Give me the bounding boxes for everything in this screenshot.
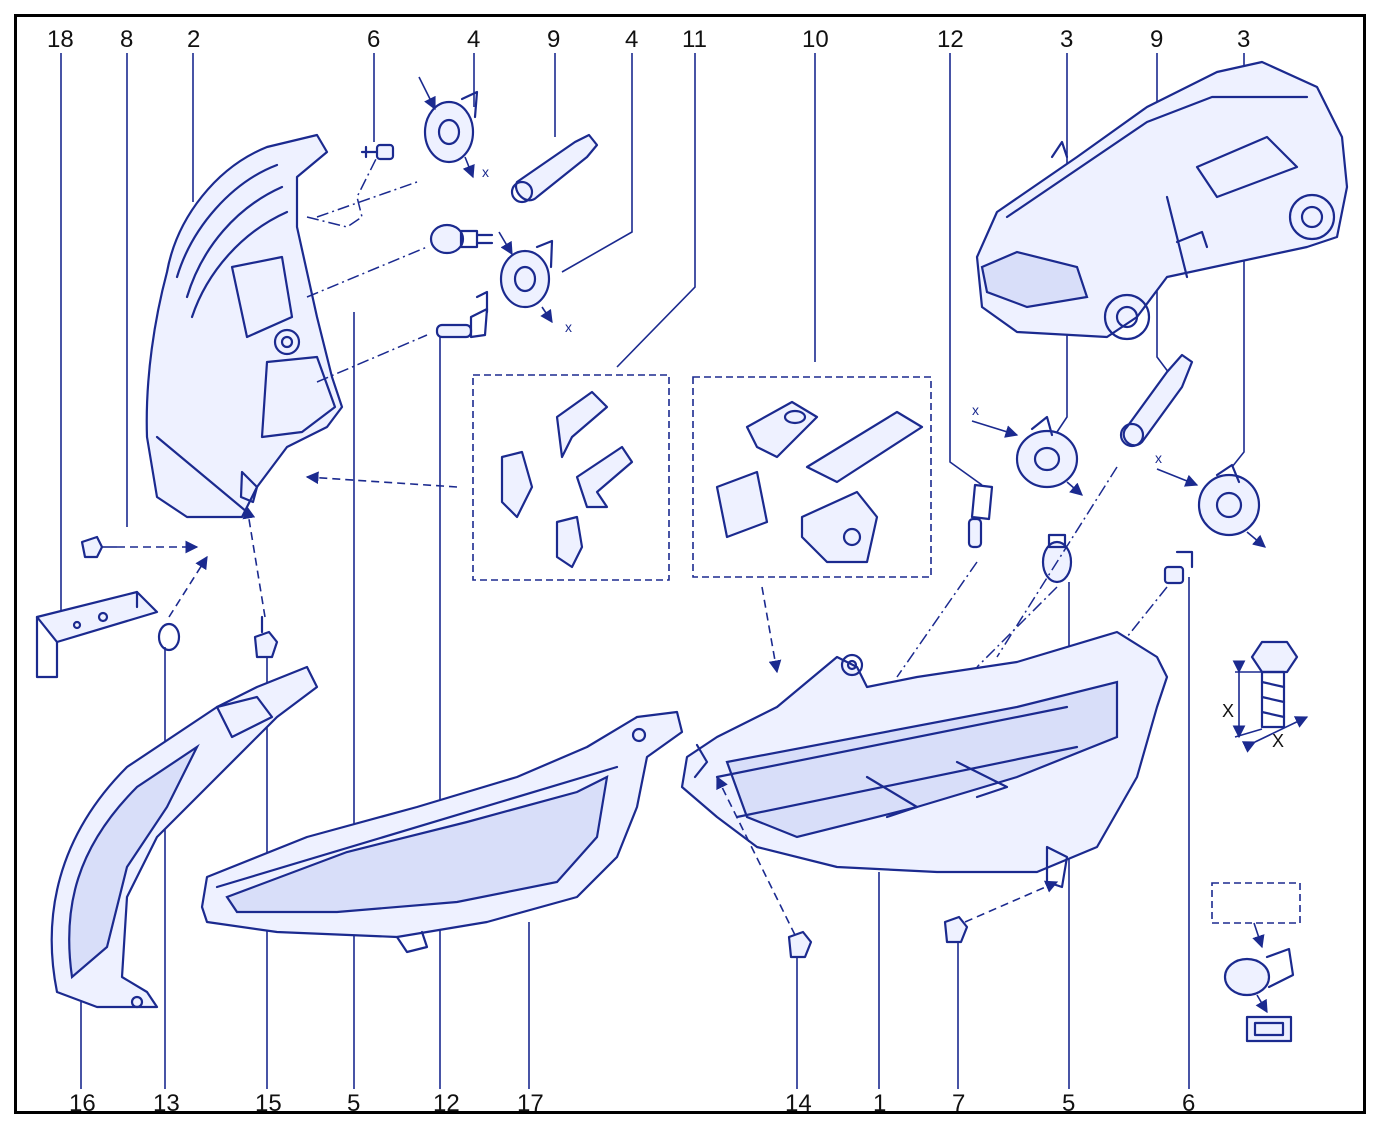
holder-9-right-icon bbox=[1119, 353, 1194, 448]
label-12: 12 bbox=[937, 26, 964, 53]
label-10: 10 bbox=[802, 26, 829, 53]
screws-right bbox=[716, 775, 1059, 959]
label-18: 18 bbox=[47, 26, 74, 53]
label-4: 4 bbox=[467, 26, 480, 53]
bulb-detail bbox=[1211, 882, 1301, 1043]
diagram-frame: 18 8 2 6 4 9 4 11 10 12 3 9 3 16 13 15 5… bbox=[14, 14, 1366, 1114]
label-13: 13 bbox=[153, 1090, 180, 1114]
cap-4-second-icon: x bbox=[498, 231, 572, 335]
bulb-12-left-icon bbox=[435, 290, 489, 339]
bulb-5-left-icon bbox=[429, 223, 494, 255]
label-11: 11 bbox=[682, 26, 707, 53]
x-marker-right-top: x bbox=[972, 402, 979, 418]
label-6: 6 bbox=[367, 26, 380, 53]
label-8: 8 bbox=[120, 26, 133, 53]
screw-15-icon bbox=[253, 615, 279, 659]
bracket-18-icon bbox=[35, 590, 159, 679]
screw-14-icon bbox=[787, 930, 813, 959]
cap-4-top-icon: x bbox=[418, 76, 489, 180]
bracket-kit-11 bbox=[472, 374, 670, 581]
dimension-x-vertical: X bbox=[1222, 701, 1234, 721]
daytime-lamp-16 bbox=[50, 665, 319, 1009]
cap-3-top-icon: x bbox=[971, 402, 1083, 496]
label-17: 17 bbox=[517, 1090, 544, 1114]
label-7: 7 bbox=[952, 1090, 965, 1114]
label-5: 5 bbox=[347, 1090, 360, 1114]
label-16: 16 bbox=[69, 1090, 96, 1114]
bulb-5-right-icon bbox=[1041, 533, 1073, 584]
label-9: 9 bbox=[547, 26, 560, 53]
right-headlamp-assembly bbox=[680, 630, 1169, 889]
label-4b: 4 bbox=[625, 26, 638, 53]
label-14: 14 bbox=[785, 1090, 812, 1114]
label-2: 2 bbox=[187, 26, 200, 53]
bulb-12-right-icon bbox=[967, 483, 994, 549]
label-6b: 6 bbox=[1182, 1090, 1195, 1114]
dimension-x-horizontal: X bbox=[1272, 731, 1284, 751]
label-9b: 9 bbox=[1150, 26, 1163, 53]
label-3: 3 bbox=[1060, 26, 1073, 53]
x-marker-top: x bbox=[482, 164, 489, 180]
x-marker-right-second: x bbox=[1155, 450, 1162, 466]
bracket-kit-10 bbox=[692, 376, 932, 578]
label-12b: 12 bbox=[433, 1090, 460, 1114]
label-3b: 3 bbox=[1237, 26, 1250, 53]
bolt-dimension-detail: X X bbox=[1222, 640, 1309, 753]
daytime-lamp-17 bbox=[200, 710, 684, 954]
top-labels: 18 8 2 6 4 9 4 11 10 12 3 9 3 bbox=[47, 26, 1250, 53]
small-fasteners-left bbox=[35, 471, 458, 679]
seal-13-icon bbox=[157, 622, 181, 652]
screw-7-icon bbox=[943, 915, 969, 944]
label-1: 1 bbox=[873, 1090, 886, 1114]
car-illustration bbox=[975, 60, 1349, 341]
headlamp-exploded-diagram: 18 8 2 6 4 9 4 11 10 12 3 9 3 16 13 15 5… bbox=[35, 26, 1349, 1114]
left-headlamp-assembly bbox=[145, 133, 344, 519]
right-bulbs-caps: x x bbox=[896, 353, 1266, 678]
label-5b: 5 bbox=[1062, 1090, 1075, 1114]
clip-8-icon bbox=[80, 535, 117, 559]
x-marker-second: x bbox=[565, 319, 572, 335]
holder-9-top-icon bbox=[510, 133, 599, 204]
label-15: 15 bbox=[255, 1090, 282, 1114]
bulb-6-icon bbox=[360, 143, 395, 161]
left-bulbs-caps: x x bbox=[306, 76, 599, 383]
bottom-labels: 16 13 15 5 12 17 14 1 7 5 6 bbox=[69, 1090, 1195, 1114]
bulb-6-right-icon bbox=[1163, 550, 1194, 585]
cap-3-second-icon: x bbox=[1155, 450, 1266, 548]
